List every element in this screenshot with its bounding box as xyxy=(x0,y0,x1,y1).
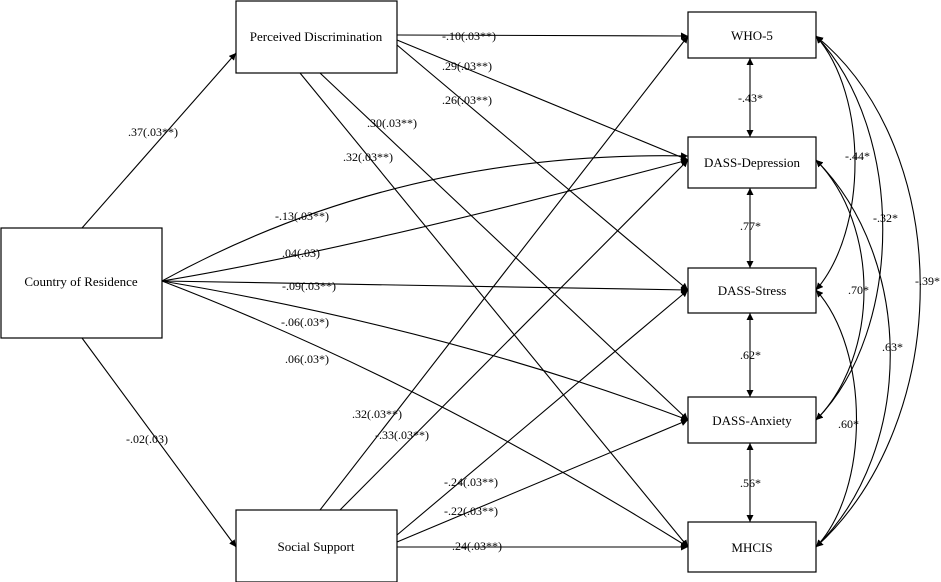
node-label-perceived: Perceived Discrimination xyxy=(250,29,383,44)
corr-label-depression-stress: .77* xyxy=(740,219,761,233)
corr-label-who5-anxiety: -.32* xyxy=(873,211,898,225)
path-country-mhcis xyxy=(161,280,689,548)
node-who5: WHO-5 xyxy=(687,11,817,59)
path-social-depression xyxy=(339,159,689,511)
path-country-depression xyxy=(161,158,689,282)
node-stress: DASS-Stress xyxy=(687,267,817,314)
node-label-depression: DASS-Depression xyxy=(704,155,801,170)
path-country-who5 xyxy=(161,152,689,282)
path-country-perceived xyxy=(81,52,237,229)
path-perceived-mhcis xyxy=(299,72,689,548)
correlation-coefficients: -.43* .77* .62* .56* -.44* -.32* -.39* .… xyxy=(738,91,940,490)
corr-label-stress-mhcis: .60* xyxy=(838,417,859,431)
corr-who5-stress xyxy=(815,35,856,291)
path-country-social xyxy=(81,337,237,548)
node-label-anxiety: DASS-Anxiety xyxy=(712,413,792,428)
coef-perceived-anxiety: .30(.03**) xyxy=(367,116,417,130)
corr-label-who5-depression: -.43* xyxy=(738,91,763,105)
coef-country-mhcis: .06(.03*) xyxy=(285,352,329,366)
coef-country-perceived: .37(.03**) xyxy=(128,125,178,139)
node-label-mhcis: MHCIS xyxy=(731,540,772,555)
corr-label-anxiety-mhcis: .56* xyxy=(740,476,761,490)
node-social: Social Support xyxy=(235,509,398,582)
coef-social-anxiety: -.22(.03**) xyxy=(444,504,498,518)
node-mhcis: MHCIS xyxy=(687,521,817,573)
coef-country-who5: -.13(.03**) xyxy=(275,209,329,223)
path-perceived-stress xyxy=(396,44,689,291)
corr-who5-mhcis xyxy=(815,35,921,548)
path-social-anxiety xyxy=(396,419,689,543)
node-anxiety: DASS-Anxiety xyxy=(687,396,817,444)
path-social-who5 xyxy=(319,35,689,511)
coef-country-social: -.02(.03) xyxy=(126,432,168,446)
coef-social-who5: .32(.03**) xyxy=(352,407,402,421)
correlation-paths xyxy=(746,35,921,548)
node-country: Country of Residence xyxy=(0,227,163,339)
node-label-stress: DASS-Stress xyxy=(718,283,787,298)
corr-depression-mhcis xyxy=(815,159,891,548)
coef-social-depression: -.33(.03**) xyxy=(375,428,429,442)
coef-perceived-mhcis: .32(.03**) xyxy=(343,150,393,164)
path-country-anxiety xyxy=(161,280,689,421)
corr-label-who5-mhcis: -.39* xyxy=(915,274,940,288)
corr-stress-mhcis xyxy=(815,289,858,548)
node-label-who5: WHO-5 xyxy=(731,28,773,43)
path-perceived-depression xyxy=(396,39,689,161)
corr-who5-anxiety xyxy=(815,35,884,421)
path-perceived-who5 xyxy=(396,32,689,40)
corr-depression-anxiety xyxy=(815,159,865,421)
coef-perceived-stress: .26(.03**) xyxy=(442,93,492,107)
node-label-social: Social Support xyxy=(278,539,355,554)
path-country-stress xyxy=(161,280,689,294)
coef-country-stress: -.09(.03**) xyxy=(282,279,336,293)
path-coefficients: .37(.03**) -.02(.03) -.13(.03**) .04(.03… xyxy=(126,29,502,553)
coef-perceived-who5: -.10(.03**) xyxy=(442,29,496,43)
coef-perceived-depression: .29(.03**) xyxy=(442,59,492,73)
corr-label-depression-anxiety: .70* xyxy=(848,283,869,297)
corr-label-who5-stress: -.44* xyxy=(845,149,870,163)
coef-country-depression: .04(.03) xyxy=(282,246,320,260)
corr-label-stress-anxiety: .62* xyxy=(740,348,761,362)
node-depression: DASS-Depression xyxy=(687,136,817,189)
directed-paths xyxy=(81,32,689,551)
coef-social-mhcis: -.24(.03**) xyxy=(448,539,502,553)
node-label-country: Country of Residence xyxy=(24,274,138,289)
path-perceived-anxiety xyxy=(319,72,689,421)
coef-country-anxiety: -.06(.03*) xyxy=(281,315,329,329)
corr-label-depression-mhcis: .63* xyxy=(882,340,903,354)
path-social-stress xyxy=(396,289,689,536)
coef-social-stress: -.24(.03**) xyxy=(444,475,498,489)
node-perceived: Perceived Discrimination xyxy=(235,0,398,74)
